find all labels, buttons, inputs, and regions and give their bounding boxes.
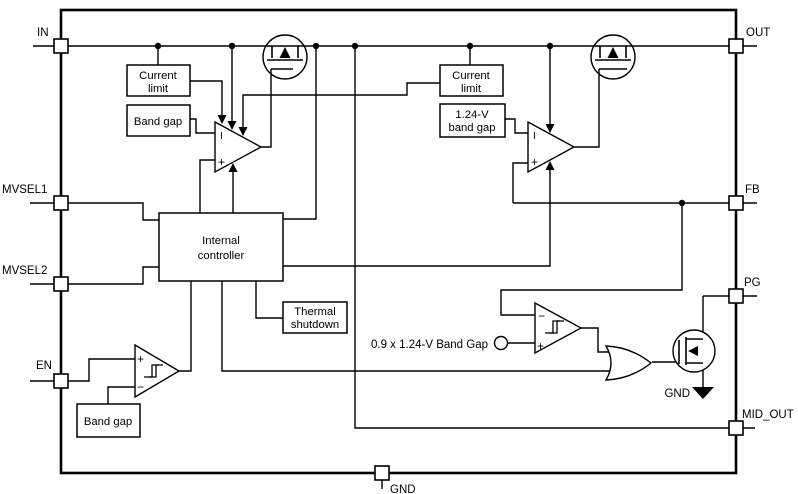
svg-text:1.24-V: 1.24-V: [455, 109, 489, 121]
pin-midout: [728, 420, 744, 436]
pg-fet: [672, 329, 716, 373]
wire-controller-to-amp2-bottom: [283, 169, 551, 267]
svg-text:limit: limit: [461, 83, 482, 95]
band-gap-1-block: Band gap: [126, 104, 191, 137]
pg-comparator-minus-label: −: [538, 309, 545, 323]
svg-text:shutdown: shutdown: [291, 319, 339, 331]
svg-text:Thermal: Thermal: [294, 306, 335, 318]
pin-gnd-label: GND: [390, 484, 416, 494]
svg-text:Current: Current: [452, 70, 491, 82]
internal-controller-block: Internal controller: [158, 212, 284, 282]
wire-mvsel2: [30, 266, 159, 285]
svg-text:Internal: Internal: [202, 235, 240, 247]
wire-controller-to-or: [221, 281, 611, 372]
error-amp1-plus-label: +: [218, 155, 225, 169]
pins: [53, 38, 744, 481]
pg-reference-label: 0.9 x 1.24-V Band Gap: [371, 339, 488, 351]
pass-fet1: [267, 46, 303, 70]
pin-in: [53, 38, 69, 54]
error-amp2-minus-label: I: [533, 130, 536, 142]
thermal-shutdown-block: Thermal shutdown: [282, 301, 348, 334]
hysteresis-icon: [545, 320, 564, 334]
error-amp1-minus-label: I: [220, 130, 223, 142]
pin-fb: [728, 195, 744, 211]
gnd-symbol-icon: [692, 387, 714, 399]
pin-mvsel2-label: MVSEL2: [2, 265, 47, 277]
or-gate: [604, 345, 653, 381]
fet1-arrow-icon: [279, 47, 291, 58]
hysteresis-icon: [144, 364, 163, 378]
wire-amp2-out-to-fet2-gate: [574, 69, 600, 148]
pin-pg: [728, 288, 744, 304]
svg-text:controller: controller: [198, 250, 245, 262]
band-gap-2-block: 1.24-V band gap: [439, 103, 506, 138]
wires: [30, 45, 757, 489]
wire-fb-to-pg-comparator: [500, 203, 683, 316]
pin-mvsel2: [53, 276, 69, 292]
wire-amp1-out-to-fet1-gate: [261, 69, 272, 148]
gnd-symbol-label: GND: [664, 388, 690, 400]
wire-mvsel1: [30, 202, 159, 221]
junction-dots: [154, 42, 686, 207]
svg-text:limit: limit: [148, 83, 169, 95]
pin-out-label: OUT: [746, 27, 770, 39]
svg-text:band gap: band gap: [448, 122, 495, 134]
wire-en-comparator-to-controller: [179, 281, 192, 372]
wire-controller-to-rail: [283, 46, 317, 220]
pin-out: [728, 38, 744, 54]
pin-fb-label: FB: [745, 184, 760, 196]
error-amp-2: I +: [527, 120, 576, 174]
pg-fet-arrow-icon: [688, 346, 698, 356]
wire-bandgap-en-to-comparator: [107, 386, 135, 404]
pin-in-label: IN: [37, 27, 49, 39]
pin-midout-label: MID_OUT: [742, 409, 794, 421]
wire-rail-to-midout: [354, 46, 755, 429]
svg-text:Band gap: Band gap: [84, 416, 132, 428]
pin-pg-label: PG: [744, 277, 761, 289]
pin-mvsel1-label: MVSEL1: [2, 184, 47, 196]
chip-outline: [59, 8, 738, 475]
signal-arrows: [217, 115, 555, 172]
pin-en-label: EN: [36, 360, 52, 372]
svg-text:Current: Current: [139, 70, 178, 82]
pin-gnd: [374, 465, 390, 481]
pin-en: [53, 373, 69, 389]
current-limit-1-block: Current limit: [126, 64, 191, 97]
wire-fb-to-amp2-plus: [512, 162, 528, 203]
pin-mvsel1: [53, 195, 69, 211]
en-comparator: + −: [134, 343, 181, 399]
pg-reference-terminal: [493, 335, 509, 351]
pass-fet2: [595, 46, 631, 70]
pin-labels: IN OUT MVSEL1 MVSEL2 EN FB PG MID_OUT GN…: [2, 27, 794, 494]
svg-text:Band gap: Band gap: [134, 116, 182, 128]
pg-comparator: − +: [534, 301, 583, 355]
en-comparator-plus-label: +: [137, 352, 144, 366]
band-gap-en-block: Band gap: [76, 403, 141, 438]
pg-comparator-plus-label: +: [537, 339, 544, 353]
wire-current-limit1-to-amp1: [190, 80, 223, 116]
wire-current-limit2-to-amp1: [242, 82, 440, 128]
wire-bandgap2-to-amp2: [505, 118, 528, 134]
current-limit-2-block: Current limit: [439, 64, 504, 97]
en-comparator-minus-label: −: [137, 380, 144, 394]
error-amp-1: I +: [214, 120, 263, 174]
fet2-arrow-icon: [607, 47, 619, 58]
blocks: Current limit Band gap Current limit 1.2…: [76, 64, 506, 438]
wire-pg-comparator-to-or: [581, 327, 612, 353]
wire-amp1-plus-to-controller: [199, 159, 215, 213]
error-amp2-plus-label: +: [531, 155, 538, 169]
wire-controller-to-thermal: [255, 281, 283, 319]
wire-bandgap1-to-amp1: [190, 118, 215, 134]
